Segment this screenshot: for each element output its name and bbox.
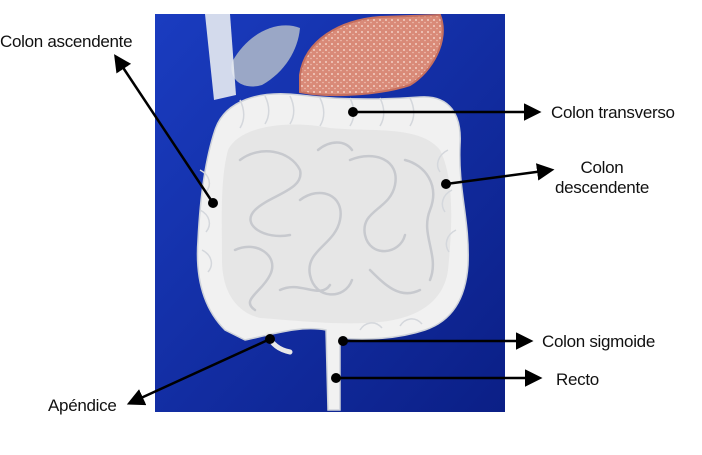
arrow-colon-ascendente bbox=[114, 54, 215, 204]
label-colon-descendente-line1: Colon bbox=[580, 158, 624, 177]
label-colon-ascendente: Colon ascendente bbox=[0, 32, 133, 51]
label-colon-descendente: Colon descendente bbox=[544, 158, 660, 198]
small-intestine-folds bbox=[233, 141, 435, 312]
label-colon-transverso: Colon transverso bbox=[551, 103, 675, 122]
label-colon-descendente-line2: descendente bbox=[554, 178, 650, 197]
arrow-apendice bbox=[126, 337, 271, 406]
stomach bbox=[299, 13, 444, 97]
arrow-colon-descendente bbox=[445, 163, 555, 186]
label-recto: Recto bbox=[556, 370, 599, 389]
label-apendice: Apéndice bbox=[48, 396, 117, 415]
label-colon-sigmoide: Colon sigmoide bbox=[542, 332, 655, 351]
small-intestine-base bbox=[221, 124, 452, 324]
esophagus bbox=[205, 14, 236, 100]
liver bbox=[231, 25, 300, 87]
